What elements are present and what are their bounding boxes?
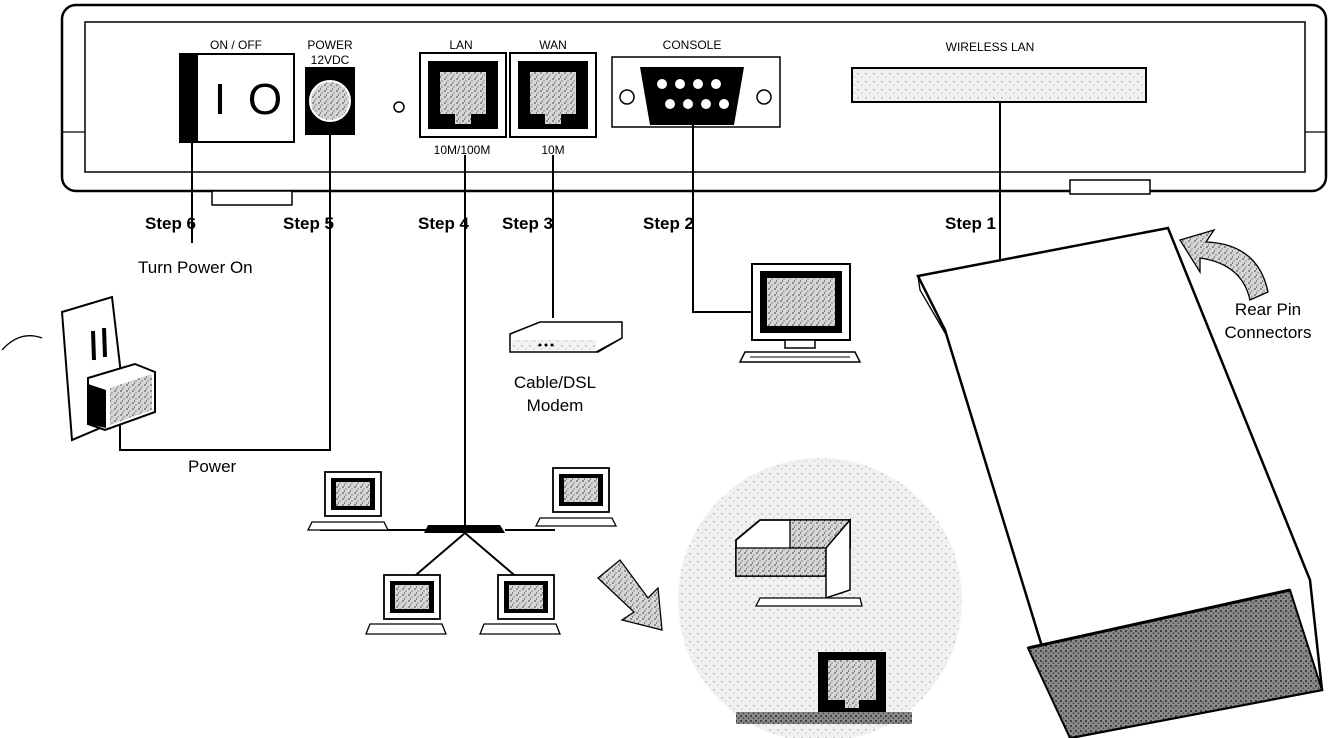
modem-caption-line1: Cable/DSL	[514, 373, 596, 392]
rear-pin-caption-line2: Connectors	[1225, 323, 1312, 342]
router-foot-left	[211, 190, 293, 206]
step-5-label: Step 5	[283, 214, 334, 233]
lan-computer-2	[534, 467, 618, 527]
step-2-console-cable	[692, 125, 752, 313]
modem-caption-line2: Modem	[527, 396, 584, 415]
switch-off-symbol: O	[248, 75, 282, 124]
lan-computer-4	[479, 574, 561, 635]
console-label: CONSOLE	[663, 38, 722, 52]
power-jack[interactable]: POWER 12VDC	[305, 38, 355, 135]
turn-power-on-caption: Turn Power On	[138, 258, 253, 277]
step-1-label: Step 1	[945, 214, 996, 233]
rj45-connector-detail	[678, 458, 962, 738]
step-3-label: Step 3	[502, 214, 553, 233]
lan-speed-label: 10M/100M	[434, 143, 491, 157]
wireless-lan-card	[916, 226, 1324, 738]
rear-pin-caption-line1: Rear Pin	[1235, 300, 1301, 319]
rear-pin-arrow-icon	[1178, 228, 1269, 301]
wall-outlet-with-adapter	[1, 295, 156, 442]
on-off-label: ON / OFF	[210, 38, 262, 52]
lan-port[interactable]: LAN	[419, 38, 507, 138]
wireless-lan-label: WIRELESS LAN	[946, 40, 1035, 54]
zoom-arrow-icon	[597, 559, 663, 631]
wan-port[interactable]: WAN	[509, 38, 597, 138]
lan-network	[306, 467, 618, 635]
step-5-power-cable	[119, 135, 331, 451]
power-switch[interactable]: ON / OFF I O	[179, 38, 295, 143]
led-indicator	[393, 101, 405, 113]
power-rating-label: 12VDC	[311, 53, 350, 67]
wan-speed-label: 10M	[541, 143, 564, 157]
step-6-label: Step 6	[145, 214, 196, 233]
step-2-label: Step 2	[643, 214, 694, 233]
router-foot-right	[1069, 179, 1151, 195]
console-port[interactable]: CONSOLE	[611, 38, 781, 128]
lan-computer-3	[365, 574, 447, 635]
power-label: POWER	[307, 38, 353, 52]
cable-dsl-modem	[509, 321, 623, 353]
console-computer	[738, 263, 862, 363]
lan-computer-1	[306, 471, 390, 531]
lan-label: LAN	[449, 38, 472, 52]
step-4-label: Step 4	[418, 214, 470, 233]
switch-on-symbol: I	[214, 75, 226, 124]
wan-label: WAN	[539, 38, 567, 52]
power-caption: Power	[188, 457, 237, 476]
